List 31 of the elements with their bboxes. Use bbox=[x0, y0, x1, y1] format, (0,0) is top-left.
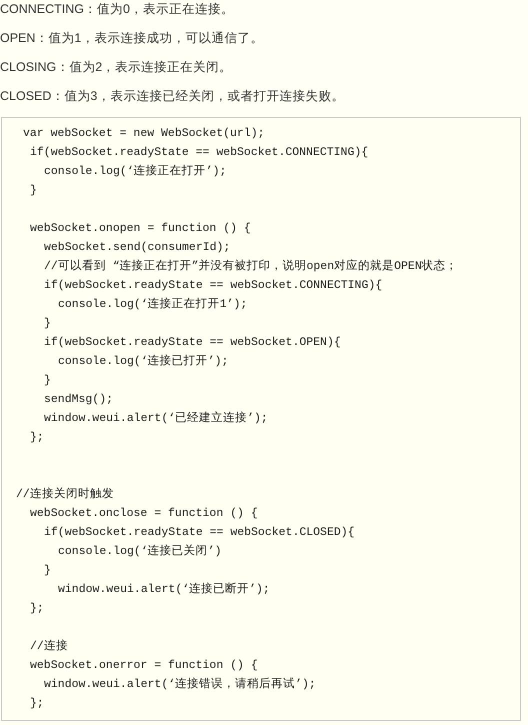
code-line: webSocket.onopen = function () { bbox=[30, 221, 251, 237]
code-line: if(webSocket.readyState == webSocket.CONNECTING){ bbox=[30, 145, 368, 161]
code-line: if(webSocket.readyState == webSocket.OPEN){ bbox=[44, 335, 341, 351]
description-text: CLOSED：值为3，表示连接已经关闭，或者打开连接失败。 bbox=[0, 88, 344, 104]
code-line: } bbox=[44, 316, 51, 332]
code-line: window.weui.alert(‘连接错误，请稍后再试’); bbox=[44, 677, 316, 693]
code-line: } bbox=[44, 373, 51, 389]
code-line: sendMsg(); bbox=[44, 392, 114, 408]
code-line: //连接关闭时触发 bbox=[16, 487, 114, 503]
description-text: OPEN：值为1，表示连接成功，可以通信了。 bbox=[0, 30, 264, 46]
code-line: if(webSocket.readyState == webSocket.CONNECTING){ bbox=[44, 278, 382, 294]
description-text: CONNECTING：值为0，表示正在连接。 bbox=[0, 1, 234, 17]
code-line: console.log(‘连接正在打开1’); bbox=[58, 297, 248, 313]
code-line: webSocket.onclose = function () { bbox=[30, 506, 258, 522]
code-line: //可以看到 “连接正在打开”并没有被打印，说明open对应的就是OPEN状态； bbox=[44, 259, 458, 275]
code-line: } bbox=[30, 183, 37, 199]
code-line: console.log(‘连接已打开’); bbox=[58, 354, 228, 370]
code-line: window.weui.alert(‘已经建立连接’); bbox=[44, 411, 268, 427]
code-line: var webSocket = new WebSocket(url); bbox=[23, 126, 265, 142]
code-line: console.log(‘连接已关闭’) bbox=[58, 544, 222, 560]
code-line: window.weui.alert(‘连接已断开’); bbox=[58, 582, 270, 598]
code-line: //连接 bbox=[30, 639, 68, 655]
code-line: webSocket.send(consumerId); bbox=[44, 240, 230, 256]
description-text: CLOSING：值为2，表示连接正在关闭。 bbox=[0, 59, 232, 75]
code-line: }; bbox=[30, 601, 44, 617]
code-line: }; bbox=[30, 430, 44, 446]
code-line: if(webSocket.readyState == webSocket.CLOSED){ bbox=[44, 525, 355, 541]
code-line: }; bbox=[30, 696, 44, 712]
code-line: } bbox=[44, 563, 51, 579]
code-line: webSocket.onerror = function () { bbox=[30, 658, 258, 674]
code-line: console.log(‘连接正在打开’); bbox=[44, 164, 226, 180]
